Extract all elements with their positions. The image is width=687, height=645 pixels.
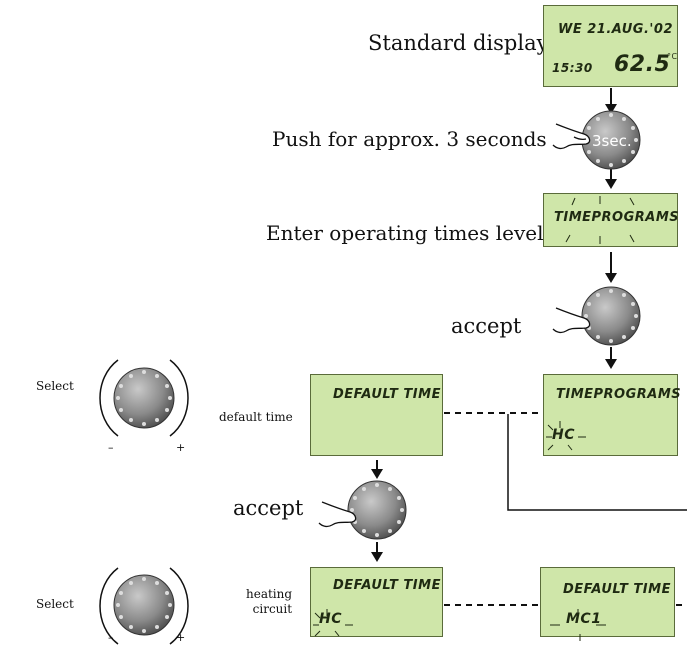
hand-icon-2: [552, 307, 591, 334]
lcd-time: 15:30: [552, 61, 593, 75]
lcd-default-time-1-text: DEFAULT TIME: [333, 387, 441, 402]
knob-3sec-label: 3sec.: [592, 132, 632, 150]
svg-text:+: +: [176, 441, 185, 454]
lcd-default-time-2-line1: DEFAULT TIME: [333, 578, 441, 593]
lcd-standard-display: WE 21.AUG.'02 15:30 62.5 °C: [543, 5, 678, 87]
lcd-timeprograms-1-text: TIMEPROGRAMS: [554, 210, 680, 225]
svg-text:+: +: [176, 631, 185, 644]
lcd-date: WE 21.AUG.'02: [558, 22, 673, 37]
hand-icon-3: [318, 501, 357, 528]
label-accept-1: accept: [451, 314, 522, 338]
lcd-default-time-3-line1: DEFAULT TIME: [563, 582, 671, 597]
label-heating-circuit: heating circuit: [246, 587, 293, 616]
lcd-temp: 62.5: [614, 52, 671, 77]
label-select-2: Select: [36, 597, 74, 611]
knob-select-1: – +: [99, 359, 189, 454]
label-standard-display: Standard display: [368, 31, 549, 55]
lcd-default-time-2-line2: HC: [319, 611, 342, 627]
lcd-default-time-2: DEFAULT TIME HC: [310, 567, 443, 637]
label-push-3sec: Push for approx. 3 seconds: [272, 127, 547, 151]
knob-select-2: – +: [99, 567, 189, 645]
label-default-time: default time: [219, 410, 293, 424]
svg-text:–: –: [108, 631, 114, 644]
hand-icon-1: [552, 123, 591, 150]
lcd-timeprograms-1: TIMEPROGRAMS: [543, 193, 680, 247]
lcd-default-time-3-line2: MC1: [566, 611, 602, 627]
lcd-default-time-1: DEFAULT TIME: [310, 374, 443, 456]
lcd-timeprograms-2-line2: HC: [552, 427, 575, 443]
label-accept-2: accept: [233, 496, 304, 520]
knob-accept-1: [581, 286, 641, 346]
lcd-timeprograms-2-line1: TIMEPROGRAMS: [556, 387, 682, 402]
lcd-temp-unit: °C: [667, 52, 678, 61]
blink-marks: [313, 196, 635, 641]
label-select-1: Select: [36, 379, 74, 393]
knob-accept-2: [347, 480, 407, 540]
connector-solid: [507, 414, 687, 511]
label-enter-times-level: Enter operating times level: [266, 221, 544, 245]
knob-3sec: 3sec.: [581, 110, 641, 170]
svg-text:–: –: [108, 441, 114, 454]
lcd-default-time-3: DEFAULT TIME MC1: [540, 567, 675, 637]
lcd-timeprograms-2: TIMEPROGRAMS HC: [543, 374, 682, 456]
